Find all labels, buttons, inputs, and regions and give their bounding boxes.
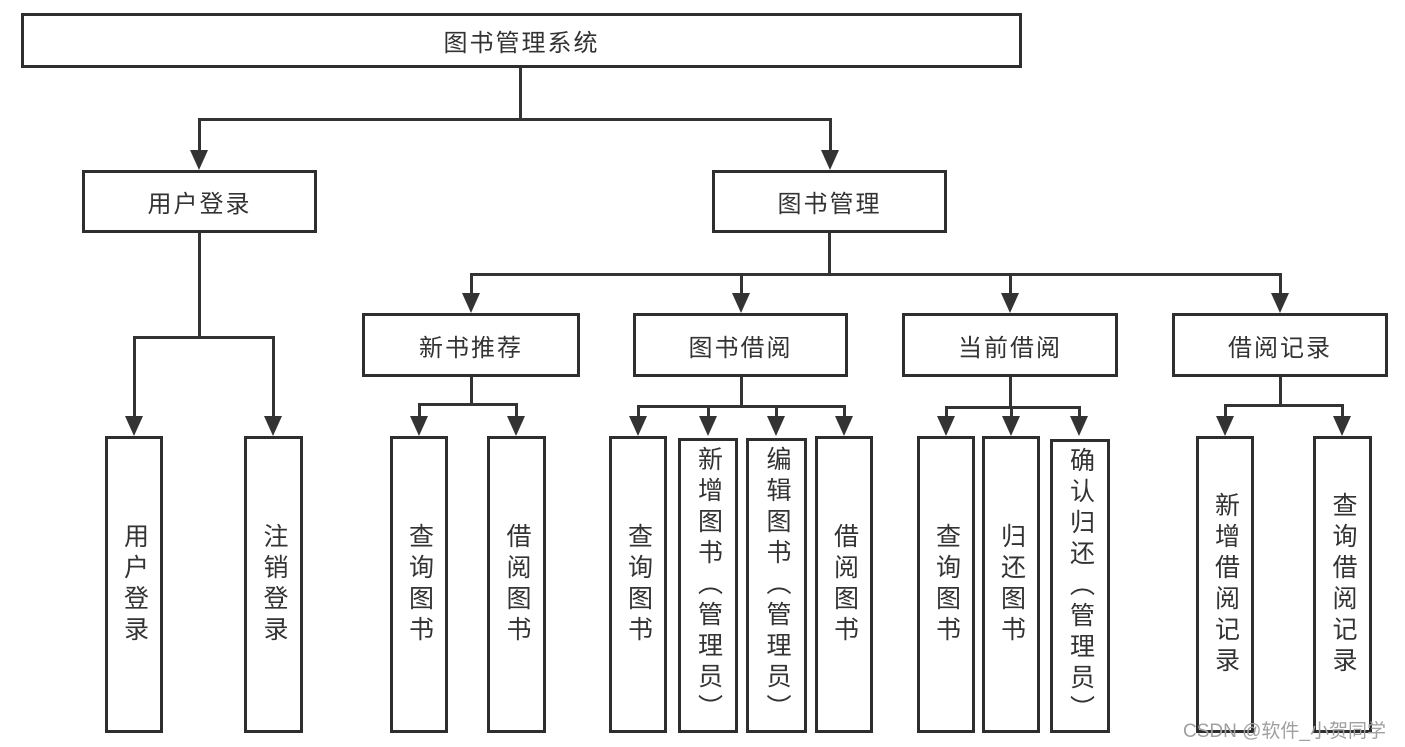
leaf-confirm-return-admin: 确认归还（管理员） <box>1050 439 1110 733</box>
arrowhead-icon <box>821 150 839 170</box>
watermark: CSDN @软件_小贺同学 <box>1183 721 1386 742</box>
leaf-query-borrow-record: 查询借阅记录 <box>1313 436 1372 733</box>
connector-line <box>519 68 522 118</box>
leaf-query-books-borrowing-label: 查询图书 <box>624 522 653 647</box>
connector-line <box>1341 404 1344 421</box>
arrowhead-icon <box>190 150 208 170</box>
connector-line <box>945 406 948 421</box>
leaf-add-books-admin: 新增图书（管理员） <box>678 438 738 733</box>
leaf-query-borrow-record-label: 查询借阅记录 <box>1329 491 1357 678</box>
connector-line <box>272 336 275 418</box>
connector-line <box>198 118 201 152</box>
arrowhead-icon <box>767 416 785 436</box>
leaf-confirm-return-admin-label: 确认归还（管理员） <box>1066 446 1095 726</box>
connector-line <box>1224 404 1343 407</box>
arrowhead-icon <box>937 416 955 436</box>
leaf-return-books: 归还图书 <box>982 436 1040 733</box>
leaf-borrow-books-borrowing: 借阅图书 <box>815 436 873 733</box>
leaf-query-books-current: 查询图书 <box>917 436 975 733</box>
leaf-add-books-admin-label: 新增图书（管理员） <box>694 446 723 725</box>
connector-line <box>1009 377 1012 406</box>
connector-line <box>829 118 832 152</box>
connector-line <box>1279 273 1282 295</box>
arrowhead-icon <box>1333 416 1351 436</box>
connector-line <box>1009 273 1012 295</box>
connector-line <box>1279 377 1282 404</box>
node-new-book-recommend: 新书推荐 <box>362 313 580 377</box>
arrowhead-icon <box>462 293 480 313</box>
connector-line <box>1078 406 1081 421</box>
connector-line <box>707 405 710 421</box>
connector-line <box>515 403 518 421</box>
arrowhead-icon <box>699 416 717 436</box>
leaf-add-borrow-record-label: 新增借阅记录 <box>1211 491 1240 678</box>
node-book-borrowing: 图书借阅 <box>633 313 848 377</box>
connector-line <box>740 273 743 295</box>
arrowhead-icon <box>1001 293 1019 313</box>
connector-line <box>470 377 473 403</box>
arrowhead-icon <box>1002 416 1020 436</box>
arrowhead-icon <box>1070 416 1088 436</box>
arrowhead-icon <box>507 416 525 436</box>
arrowhead-icon <box>629 416 647 436</box>
leaf-logout: 注销登录 <box>244 436 303 733</box>
arrowhead-icon <box>410 416 428 436</box>
leaf-query-books-borrowing: 查询图书 <box>609 436 667 733</box>
leaf-user-login: 用户登录 <box>105 436 163 733</box>
leaf-borrow-books-borrowing-label: 借阅图书 <box>830 522 859 647</box>
arrowhead-icon <box>125 416 143 436</box>
connector-line <box>198 118 832 121</box>
leaf-user-login-label: 用户登录 <box>120 522 149 647</box>
node-borrowing-records: 借阅记录 <box>1172 313 1388 377</box>
connector-line <box>470 273 473 295</box>
leaf-borrow-books-recommend-label: 借阅图书 <box>503 522 531 647</box>
connector-line <box>133 336 136 418</box>
leaf-query-books-recommend: 查询图书 <box>390 436 448 733</box>
leaf-query-books-current-label: 查询图书 <box>932 522 961 647</box>
connector-line <box>828 233 831 273</box>
node-library-system: 图书管理系统 <box>21 13 1022 68</box>
connector-line <box>637 405 844 408</box>
connector-line <box>470 273 1281 276</box>
leaf-logout-label: 注销登录 <box>260 522 288 647</box>
connector-line <box>418 403 421 421</box>
node-current-borrowing: 当前借阅 <box>902 313 1118 377</box>
connector-line <box>1224 404 1227 421</box>
connector-line <box>198 233 201 336</box>
leaf-return-books-label: 归还图书 <box>997 522 1026 647</box>
connector-line <box>133 336 275 339</box>
arrowhead-icon <box>835 416 853 436</box>
arrowhead-icon <box>264 416 282 436</box>
connector-line <box>418 403 517 406</box>
leaf-edit-books-admin-label: 编辑图书（管理员） <box>763 446 791 725</box>
node-user-login: 用户登录 <box>82 170 317 233</box>
arrowhead-icon <box>1271 293 1289 313</box>
connector-line <box>740 377 743 405</box>
leaf-query-books-recommend-label: 查询图书 <box>405 522 434 647</box>
connector-line <box>843 405 846 421</box>
connector-line <box>775 405 778 421</box>
connector-line <box>1010 406 1013 421</box>
leaf-borrow-books-recommend: 借阅图书 <box>487 436 546 733</box>
connector-line <box>637 405 640 421</box>
leaf-add-borrow-record: 新增借阅记录 <box>1196 436 1254 733</box>
leaf-edit-books-admin: 编辑图书（管理员） <box>746 438 807 733</box>
node-book-management: 图书管理 <box>712 170 947 233</box>
arrowhead-icon <box>732 293 750 313</box>
arrowhead-icon <box>1216 416 1234 436</box>
